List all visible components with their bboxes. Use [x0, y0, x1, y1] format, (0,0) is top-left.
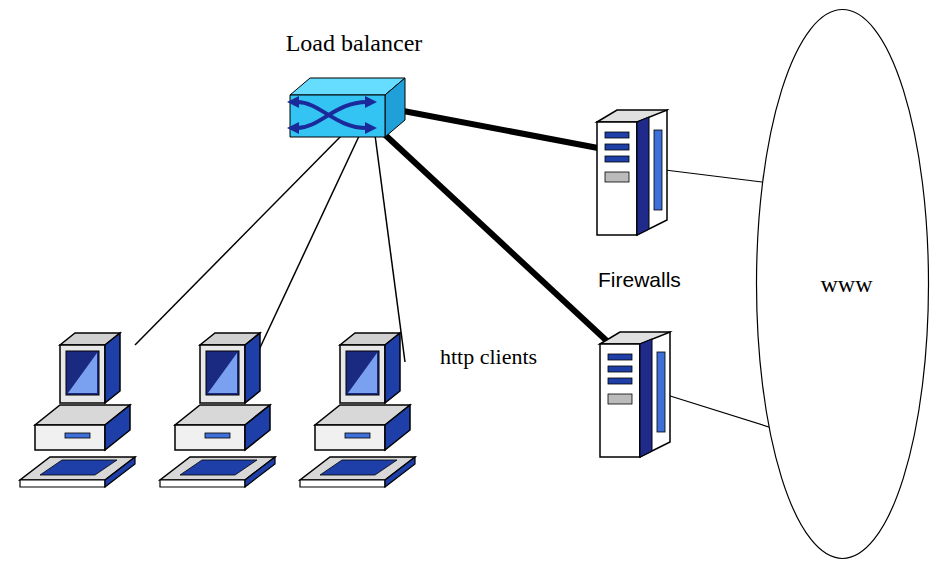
- node-text: www: [755, 271, 935, 298]
- load-balancer: Load balancer: [265, 30, 443, 142]
- client-pc: [20, 333, 135, 487]
- firewall-server: [600, 332, 670, 457]
- clients-label: http clients: [440, 344, 537, 370]
- firewalls-label: Firewalls: [598, 268, 681, 292]
- firewall-server: [597, 110, 667, 235]
- www-ellipse: www: [755, 8, 935, 560]
- client-pc: [160, 333, 275, 487]
- client-pc: [300, 333, 415, 487]
- node-text: Load balancer: [265, 30, 443, 57]
